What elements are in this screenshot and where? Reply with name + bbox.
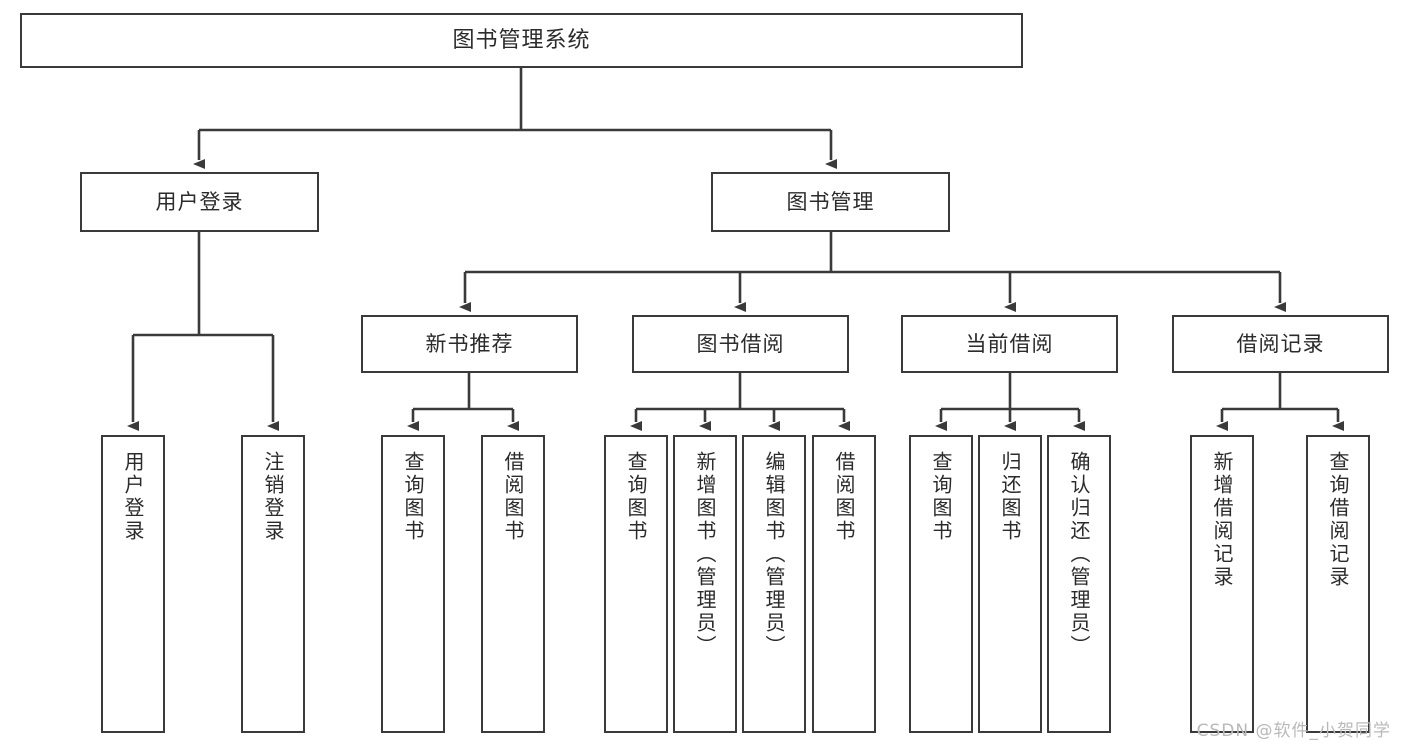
node-leaf-logout[interactable]: 注销登录 bbox=[241, 435, 305, 733]
node-leaf-borrow-book-2[interactable]: 借阅图书 bbox=[812, 435, 876, 733]
node-leaf-add-book[interactable]: 新增图书（管理员） bbox=[673, 435, 737, 733]
node-leaf-query-record-label: 查询借阅记录 bbox=[1326, 451, 1350, 589]
node-leaf-return-book-label: 归还图书 bbox=[998, 451, 1022, 543]
node-leaf-borrow-book-2-label: 借阅图书 bbox=[832, 451, 856, 543]
node-borrow-record[interactable]: 借阅记录 bbox=[1172, 315, 1389, 373]
node-book-borrow[interactable]: 图书借阅 bbox=[632, 315, 849, 373]
node-root[interactable]: 图书管理系统 bbox=[20, 13, 1023, 68]
node-leaf-return-book[interactable]: 归还图书 bbox=[978, 435, 1042, 733]
node-current-borrow[interactable]: 当前借阅 bbox=[901, 315, 1118, 373]
node-leaf-edit-book-label: 编辑图书（管理员） bbox=[762, 451, 786, 658]
node-leaf-user-login-label: 用户登录 bbox=[121, 451, 145, 543]
watermark: CSDN @软件_小贺同学 bbox=[1196, 721, 1391, 741]
node-leaf-query-book-1[interactable]: 查询图书 bbox=[381, 435, 445, 733]
node-leaf-borrow-book-1-label: 借阅图书 bbox=[501, 451, 525, 543]
node-leaf-query-book-2-label: 查询图书 bbox=[624, 451, 648, 543]
node-leaf-query-record[interactable]: 查询借阅记录 bbox=[1306, 435, 1370, 733]
node-book-borrow-label: 图书借阅 bbox=[696, 331, 785, 356]
node-root-label: 图书管理系统 bbox=[452, 27, 591, 53]
node-leaf-add-book-label: 新增图书（管理员） bbox=[693, 451, 717, 658]
node-new-book-recommend[interactable]: 新书推荐 bbox=[361, 315, 578, 373]
node-leaf-confirm-return-label: 确认归还（管理员） bbox=[1067, 451, 1091, 658]
node-leaf-add-record-label: 新增借阅记录 bbox=[1210, 451, 1234, 589]
node-leaf-add-record[interactable]: 新增借阅记录 bbox=[1190, 435, 1254, 733]
node-leaf-query-book-3-label: 查询图书 bbox=[929, 451, 953, 543]
node-leaf-user-login[interactable]: 用户登录 bbox=[101, 435, 165, 733]
node-borrow-record-label: 借阅记录 bbox=[1236, 331, 1325, 356]
node-user-login-label: 用户登录 bbox=[155, 189, 244, 214]
node-leaf-logout-label: 注销登录 bbox=[261, 451, 285, 543]
node-leaf-query-book-2[interactable]: 查询图书 bbox=[604, 435, 668, 733]
node-leaf-query-book-3[interactable]: 查询图书 bbox=[909, 435, 973, 733]
node-current-borrow-label: 当前借阅 bbox=[965, 331, 1054, 356]
node-leaf-edit-book[interactable]: 编辑图书（管理员） bbox=[742, 435, 806, 733]
node-user-login[interactable]: 用户登录 bbox=[80, 172, 319, 232]
node-book-manage[interactable]: 图书管理 bbox=[711, 172, 950, 232]
node-new-book-recommend-label: 新书推荐 bbox=[425, 331, 514, 356]
node-leaf-query-book-1-label: 查询图书 bbox=[401, 451, 425, 543]
node-leaf-confirm-return[interactable]: 确认归还（管理员） bbox=[1047, 435, 1111, 733]
node-book-manage-label: 图书管理 bbox=[786, 189, 875, 214]
node-leaf-borrow-book-1[interactable]: 借阅图书 bbox=[481, 435, 545, 733]
